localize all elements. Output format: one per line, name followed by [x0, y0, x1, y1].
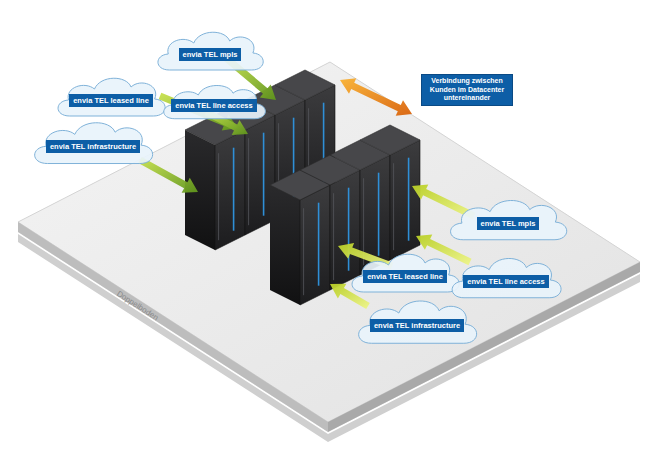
cloud-shape: [451, 200, 567, 239]
rack-top: [275, 70, 335, 100]
cloud-shape: [35, 123, 153, 164]
cloud-label: envia TEL mpls: [477, 217, 540, 230]
network-cloud: envia TEL infrastructure: [352, 294, 482, 350]
rack-led-stripe: [318, 203, 320, 286]
cloud-label: envia TEL line access: [463, 275, 548, 288]
rack-front: [300, 185, 330, 305]
cloud-label: envia TEL infrastructure: [370, 319, 464, 332]
rack-top: [360, 125, 420, 155]
cloud-label: envia TEL line access: [171, 99, 256, 112]
rack-door-edge: [218, 153, 219, 240]
rack-door-edge: [333, 193, 334, 280]
rack-front: [330, 170, 360, 290]
network-cloud: envia TEL leased line: [346, 248, 464, 298]
rack-led-stripe: [233, 148, 235, 231]
callout-box: Verbindung zwischen Kunden im Datacenter…: [421, 74, 513, 106]
rack-side: [270, 185, 300, 305]
rack-led-stripe: [408, 158, 410, 241]
cloud-shape: [164, 85, 266, 118]
rack-door-edge: [248, 138, 249, 225]
rack-front: [390, 140, 420, 260]
cloud-label: envia TEL leased line: [69, 94, 153, 107]
cloud-label: envia TEL infrastructure: [46, 140, 140, 153]
cloud-label: envia TEL leased line: [363, 270, 447, 283]
rack-door-edge: [393, 163, 394, 250]
cloud-shape: [352, 254, 459, 292]
double-arrow: [340, 78, 412, 115]
rack-led-stripe: [378, 173, 380, 256]
cloud-shape: [452, 258, 561, 297]
cloud-label: envia TEL mpls: [179, 48, 242, 61]
network-cloud: envia TEL mpls: [152, 26, 268, 76]
rack-door-edge: [303, 208, 304, 295]
network-cloud: envia TEL leased line: [52, 72, 170, 122]
network-cloud: envia TEL infrastructure: [28, 116, 158, 170]
callout-text: Verbindung zwischen Kunden im Datacenter…: [422, 75, 512, 105]
rack-front: [215, 130, 245, 250]
floor-shadow: [18, 62, 640, 432]
network-cloud: envia TEL line access: [446, 252, 566, 304]
network-cloud: envia TEL mpls: [444, 194, 572, 246]
cloud-shape: [158, 32, 263, 70]
floor-top: [18, 62, 640, 422]
rack-led-stripe: [263, 133, 265, 216]
cloud-shape: [359, 301, 477, 343]
cloud-shape: [58, 78, 165, 116]
network-cloud: envia TEL line access: [158, 80, 270, 124]
floor-label: Doppelboden: [115, 289, 160, 322]
